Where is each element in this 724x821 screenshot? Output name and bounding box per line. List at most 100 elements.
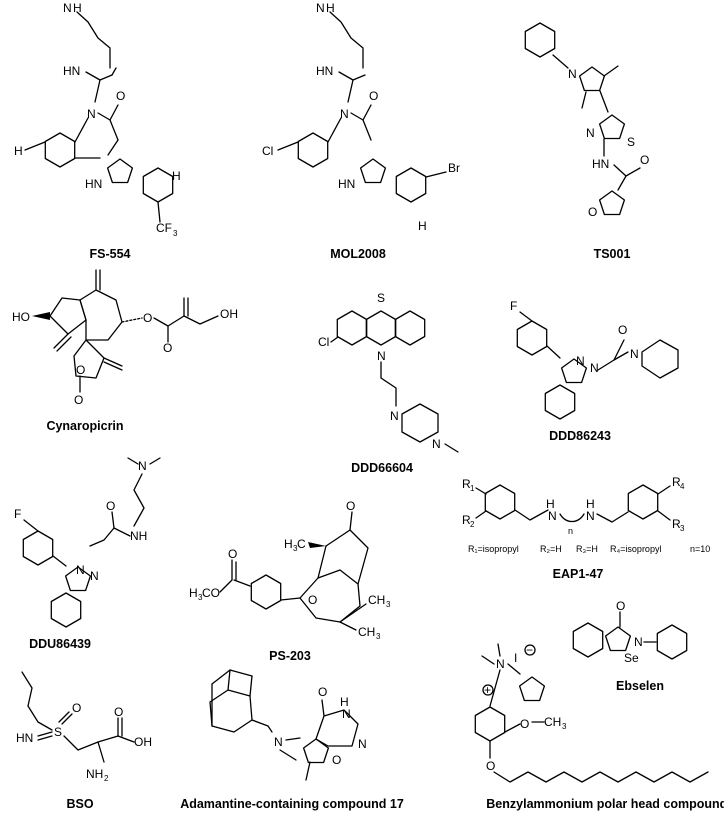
atom-label: R [672,517,681,531]
atom-label: N [90,569,99,583]
atom-label: O [114,705,123,719]
structure-ts001: N N S HN O O TS001 [524,22,649,261]
atom-label: NH [86,767,103,781]
atom-label: R [462,477,471,491]
atom-label: 3 [680,524,685,533]
atom-label: N [586,126,595,140]
atom-label: Cl [318,335,329,349]
substituent-r3: R₃=H [576,544,598,554]
structure-ddd66604: S N Cl N N DDD66604 [318,291,459,475]
atom-label: 3 [562,722,567,731]
atom-label: 3 [386,600,391,609]
atom-label: H [189,586,198,600]
atom-label: OH [134,735,152,749]
atom-label: R [672,475,681,489]
atom-label: HN [592,157,609,171]
atom-label: 3 [173,229,178,238]
compound-name: FS-554 [90,247,131,261]
atom-label: O [520,717,529,731]
atom-label: N [76,563,85,577]
structure-eap1-47: R 1 R 2 H N n H N R 4 R 3 R₁=isopropyl R… [462,475,710,581]
compound-name: DDU86439 [29,637,91,651]
atom-label: O [618,323,627,337]
atom-label: O [588,205,597,219]
substituent-n: n=10 [690,544,710,554]
atom-label: O [346,499,355,513]
atom-label: N [358,737,367,751]
atom-label: O [106,499,115,513]
atom-label: S [627,135,635,149]
compound-name: Adamantine-containing compound 17 [180,797,404,811]
compound-name: BSO [66,797,93,811]
compound-name: Benzylammonium polar head compound 5 [486,797,724,811]
atom-label: N [316,1,325,15]
compound-name: DDD86243 [549,429,611,443]
structure-ebselen: O Se N Ebselen [572,599,688,693]
structure-ddd86243: F N N O N DDD86243 [510,299,679,443]
atom-label: N [590,361,599,375]
atom-label: CF [156,221,172,235]
atom-label: O [616,599,625,613]
atom-label: 4 [680,482,685,491]
atom-label: N [496,657,505,671]
atom-label: H [172,169,181,183]
atom-label: HN [338,177,355,191]
atom-label: CH [358,625,375,639]
atom-label: O [143,311,152,325]
atom-label: Br [448,161,460,175]
atom-label: 2 [470,520,475,529]
atom-label: + [484,683,491,697]
atom-label: − [526,643,533,657]
atom-label: O [163,341,172,355]
atom-label: O [72,701,81,715]
atom-label: 3 [293,544,298,553]
compound-name: Ebselen [616,679,664,693]
atom-label: N [630,347,639,361]
structure-bso: S O HN O OH NH 2 BSO [16,671,152,811]
atom-label: OH [220,307,238,321]
atom-label: O [308,593,317,607]
atom-label: O [228,547,237,561]
atom-label: N [432,437,441,451]
atom-label: S [377,291,385,305]
atom-label: n [568,526,573,536]
atom-label: H [73,1,82,15]
atom-label: O [640,153,649,167]
atom-label: Cl [262,144,273,158]
atom-label: N [390,409,399,423]
atom-label: 2 [104,774,109,783]
structure-ps-203: H 3 CO O O O H 3 C CH 3 CH 3 PS-203 [189,499,391,663]
compound-name: EAP1-47 [553,567,604,581]
atom-label: 1 [470,484,475,493]
structure-cynaropicrin: HO O O O O OH Cynaropicrin [12,269,238,433]
structure-fs-554: N H HN N O H HN H CF 3 FS-554 [14,1,181,261]
structure-ddu86439: N NH O F N N DDU86439 [14,457,161,651]
substituent-r2: R₂=H [540,544,562,554]
structure-benzylammonium-5: N + I − O CH 3 O Benzylammonium polar he… [474,643,724,811]
atom-label: H [546,497,555,511]
atom-label: N [586,509,595,523]
atom-label: N [87,107,96,121]
atom-label: H [284,537,293,551]
atom-label: N [63,1,72,15]
atom-label: CH [544,715,561,729]
atom-label: N [340,107,349,121]
atom-label: S [54,725,62,739]
atom-label: H [14,144,23,158]
atom-label: N [138,459,147,473]
atom-label: C [297,537,306,551]
atom-label: NH [130,529,147,543]
atom-label: H [418,219,427,233]
atom-label: N [548,509,557,523]
atom-label: HN [85,177,102,191]
atom-label: CO [202,586,220,600]
atom-label: N [342,707,351,721]
compound-name: Cynaropicrin [46,419,123,433]
atom-label: Se [624,651,639,665]
stereo-wedge [32,312,50,320]
compound-name: DDD66604 [351,461,413,475]
compound-name: PS-203 [269,649,311,663]
stereo-wedge [308,542,326,548]
atom-label: N [568,67,577,81]
